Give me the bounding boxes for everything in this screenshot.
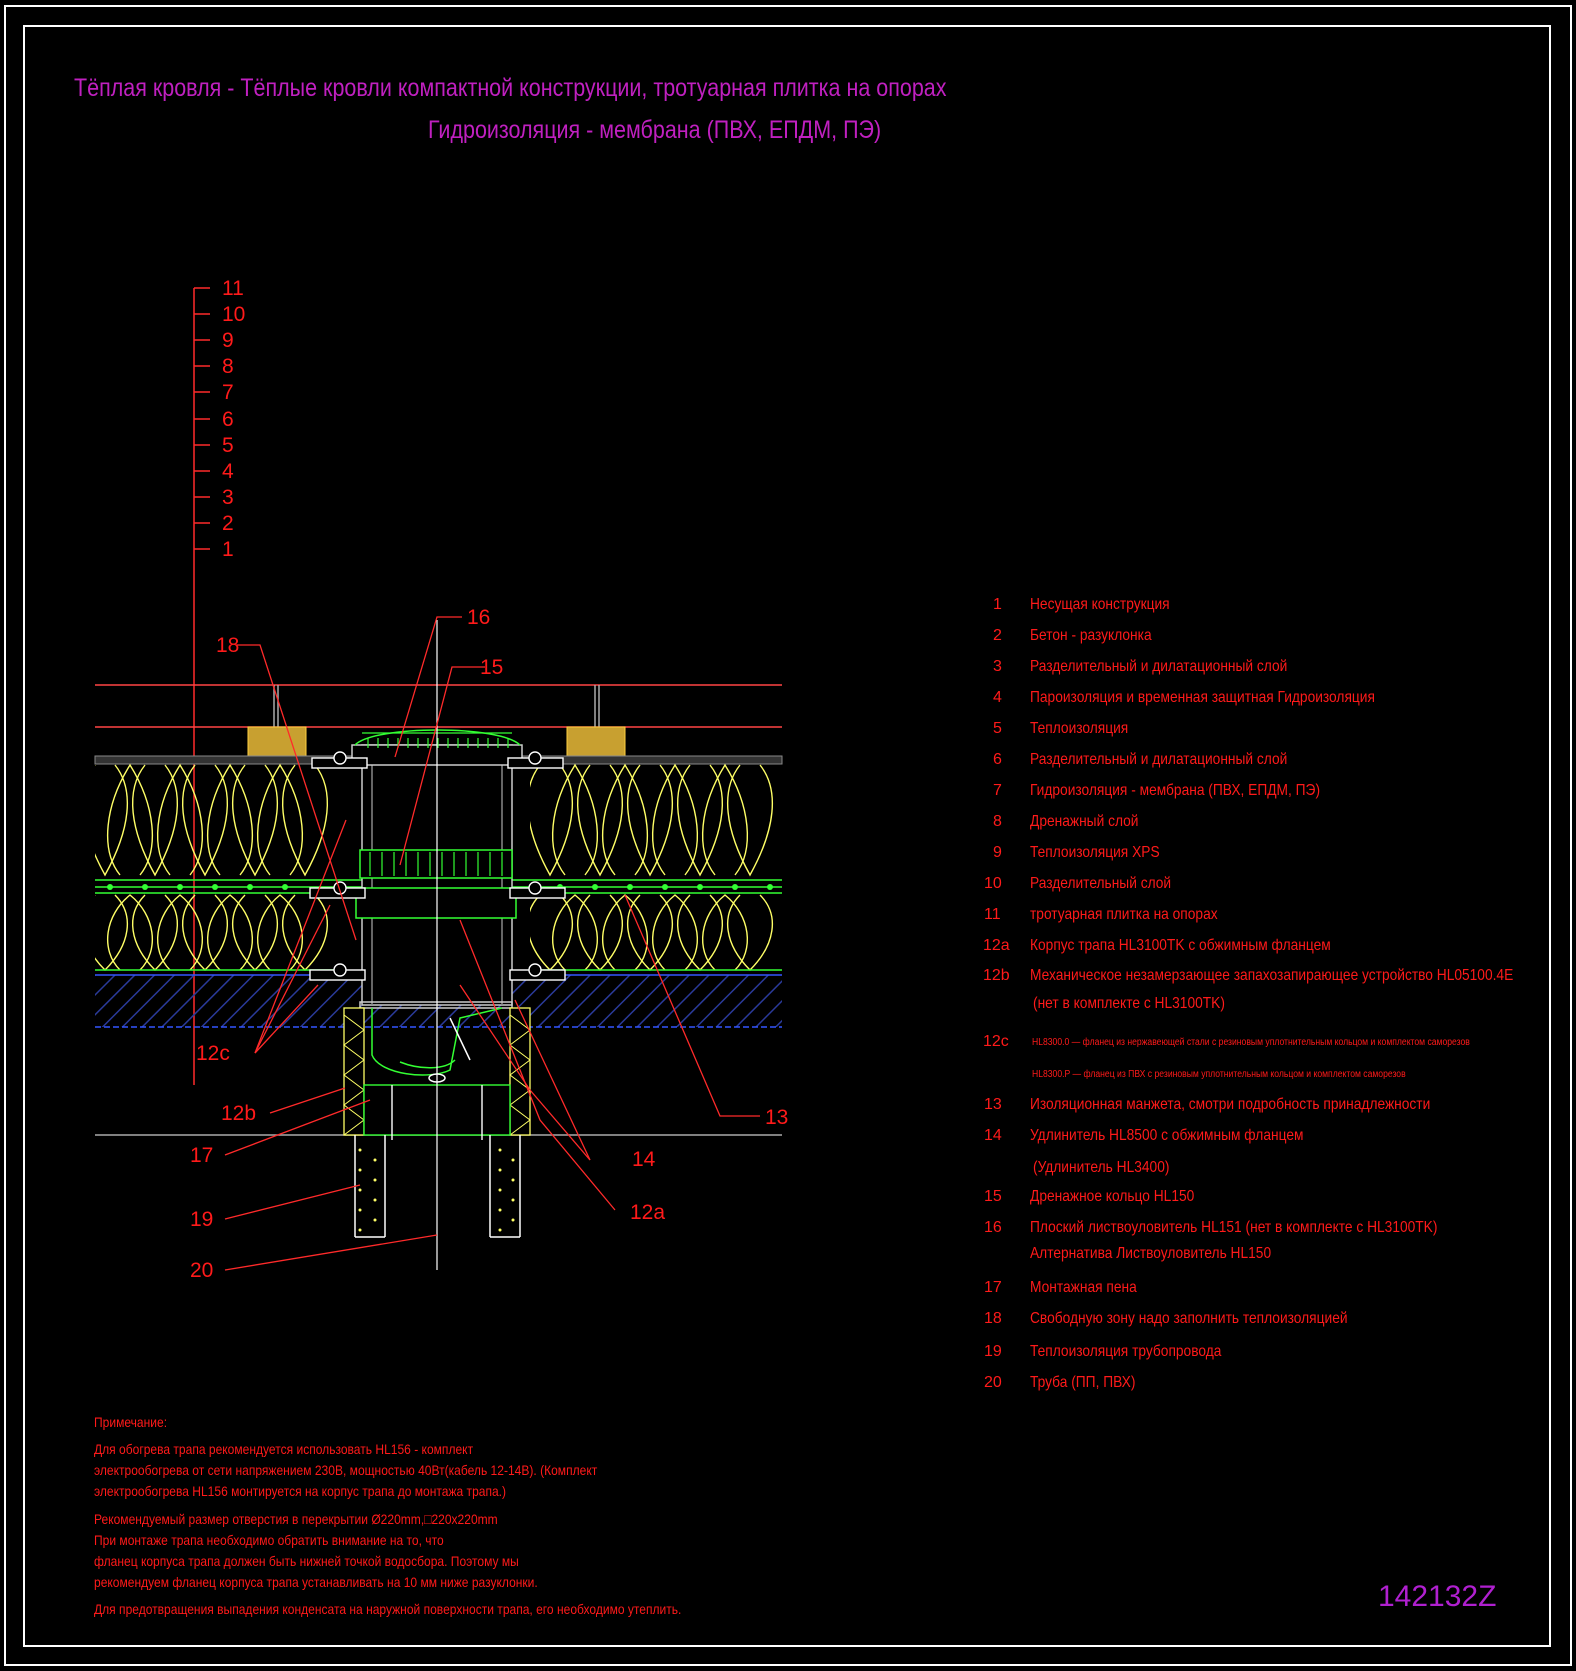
callout-17: 17 <box>190 1144 214 1167</box>
layer-number: 3 <box>222 486 234 509</box>
note-line: При монтаже трапа необходимо обратить вн… <box>94 1532 444 1548</box>
callout-14: 14 <box>632 1148 656 1171</box>
legend-number: 12c <box>983 1033 1009 1050</box>
legend-text: тротуарная плитка на опорах <box>1030 906 1218 923</box>
callout-12a: 12a <box>630 1201 666 1224</box>
note-line: Для предотвращения выпадения конденсата … <box>94 1601 682 1617</box>
layer-number: 10 <box>222 303 246 326</box>
legend-text: Разделительный слой <box>1030 875 1172 892</box>
legend-number: 18 <box>984 1310 1002 1327</box>
legend-number: 17 <box>984 1279 1002 1296</box>
note-line: электрообогрева HL156 монтируется на кор… <box>94 1483 507 1499</box>
layer-number: 7 <box>222 381 234 404</box>
legend-text: Дренажный слой <box>1030 813 1139 830</box>
legend-text: Дренажное кольцо HL150 <box>1030 1188 1195 1205</box>
callout-15: 15 <box>480 656 504 679</box>
layer-number: 8 <box>222 355 234 378</box>
legend-text: Удлинитель HL8500 с обжимным фланцем <box>1030 1127 1304 1144</box>
legend-text: Бетон - разуклонка <box>1030 627 1152 644</box>
layer-number: 1 <box>222 538 234 561</box>
legend-number: 7 <box>993 782 1002 799</box>
legend-text: Монтажная пена <box>1030 1279 1137 1296</box>
legend-text: (Удлинитель HL3400) <box>1033 1159 1170 1176</box>
layer-number: 4 <box>222 460 234 483</box>
legend-text: (нет в комплекте с HL3100TK) <box>1033 995 1225 1012</box>
legend-number: 14 <box>984 1127 1002 1144</box>
legend-text: Алтернатива Листвоуловитель HL150 <box>1030 1245 1272 1262</box>
drawing-subtitle: Гидроизоляция - мембрана (ПВХ, ЕПДМ, ПЭ) <box>428 116 882 144</box>
layer-number: 11 <box>222 277 244 300</box>
drawing-code: 142132Z <box>1378 1580 1497 1613</box>
legend-number: 9 <box>993 844 1002 861</box>
legend-number: 11 <box>984 906 1001 923</box>
legend-number: 12a <box>983 937 1010 954</box>
layer-number: 2 <box>222 512 234 535</box>
callout-19: 19 <box>190 1208 214 1231</box>
legend-text: Теплоизоляция <box>1030 720 1129 737</box>
legend-number: 1 <box>993 596 1002 613</box>
xps-insulation <box>95 763 329 971</box>
legend-text: Теплоизоляция XPS <box>1030 844 1160 861</box>
callout-12b: 12b <box>221 1102 257 1125</box>
callout-18: 18 <box>216 634 240 657</box>
legend-text: HL8300.0 — фланец из нержавеющей стали с… <box>1032 1037 1470 1048</box>
callout-13: 13 <box>765 1106 789 1129</box>
legend-text: Механическое незамерзающее запахозапираю… <box>1030 967 1514 984</box>
legend-text: Разделительный и дилатационный слой <box>1030 751 1288 768</box>
legend-number: 12b <box>983 967 1010 984</box>
legend-number: 13 <box>984 1096 1002 1113</box>
xps-insulation-right <box>530 763 774 971</box>
note-line: рекомендуем фланец корпуса трапа устанав… <box>94 1574 538 1590</box>
legend-number: 6 <box>993 751 1002 768</box>
inner-frame <box>23 25 1551 1647</box>
callout-16: 16 <box>467 606 491 629</box>
legend-number: 8 <box>993 813 1002 830</box>
legend-text: Свободную зону надо заполнить теплоизоля… <box>1030 1310 1348 1327</box>
legend-text: HL8300.P — фланец из ПВХ с резиновым упл… <box>1032 1069 1406 1080</box>
notes-heading: Примечание: <box>94 1414 168 1430</box>
legend-text: Изоляционная манжета, смотри подробность… <box>1030 1096 1431 1113</box>
layer-number: 6 <box>222 408 234 431</box>
pipe-insulation-dots <box>358 1148 515 1232</box>
legend-text: Разделительный и дилатационный слой <box>1030 658 1288 675</box>
layer-number: 5 <box>222 434 234 457</box>
legend-text: Несущая конструкция <box>1030 596 1170 613</box>
legend-text: Корпус трапа HL3100TK с обжимным фланцем <box>1030 937 1331 954</box>
callout-20: 20 <box>190 1259 214 1282</box>
legend-number: 10 <box>984 875 1002 892</box>
legend-text: Плоский листвоуловитель HL151 (нет в ком… <box>1030 1219 1438 1236</box>
legend-number: 5 <box>993 720 1002 737</box>
legend-text: Пароизоляция и временная защитная Гидрои… <box>1030 689 1375 706</box>
drawing-title: Тёплая кровля - Тёплые кровли компактной… <box>74 74 947 102</box>
note-line: Для обогрева трапа рекомендуется использ… <box>94 1441 474 1457</box>
legend-number: 19 <box>984 1343 1002 1360</box>
legend-text: Труба (ПП, ПВХ) <box>1030 1374 1136 1391</box>
pedestal-left <box>247 726 307 759</box>
leader-lines <box>224 616 760 1271</box>
legend-number: 15 <box>984 1188 1002 1205</box>
layer-number: 9 <box>222 329 234 352</box>
layer-ticks <box>194 287 210 550</box>
note-line: Рекомендуемый размер отверстия в перекры… <box>94 1511 498 1527</box>
pedestal-right <box>566 726 626 759</box>
legend-number: 4 <box>993 689 1002 706</box>
legend-number: 20 <box>984 1374 1002 1391</box>
paving-slabs <box>95 684 782 728</box>
note-line: электрообогрева от сети напряжением 230В… <box>94 1462 598 1478</box>
callout-12c: 12c <box>196 1042 230 1065</box>
drainage-dots <box>107 884 773 890</box>
legend-number: 16 <box>984 1219 1002 1236</box>
legend-text: Гидроизоляция - мембрана (ПВХ, ЕПДМ, ПЭ) <box>1030 782 1321 799</box>
legend-text: Теплоизоляция трубопровода <box>1030 1343 1222 1360</box>
note-line: фланец корпуса трапа должен быть нижней … <box>94 1553 519 1569</box>
flanges <box>309 751 566 981</box>
legend-number: 3 <box>993 658 1002 675</box>
legend-number: 2 <box>993 627 1002 644</box>
outer-frame <box>4 5 1572 1666</box>
